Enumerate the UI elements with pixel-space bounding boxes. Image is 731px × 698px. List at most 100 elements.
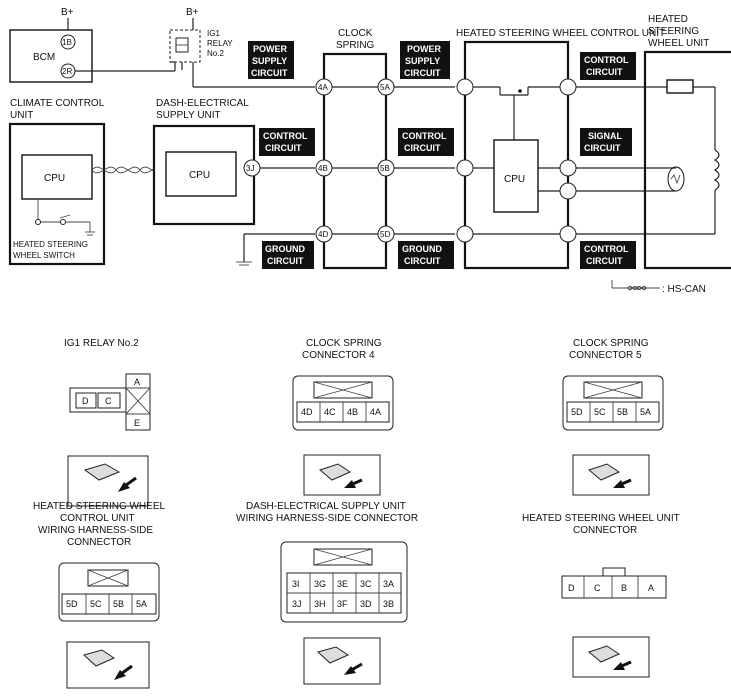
relay-box: [169, 29, 201, 63]
svg-text:5A: 5A: [640, 407, 651, 417]
svg-text:5C: 5C: [90, 599, 102, 609]
svg-text:WIRING HARNESS-SIDE CONNECTOR: WIRING HARNESS-SIDE CONNECTOR: [236, 513, 418, 524]
svg-text:CLOCK SPRING: CLOCK SPRING: [573, 338, 649, 349]
svg-text:DASH-ELECTRICAL SUPPLY UNIT: DASH-ELECTRICAL SUPPLY UNIT: [246, 501, 406, 512]
control-tag-1: CONTROL CIRCUIT: [259, 128, 315, 156]
clock-spring-connector-4: CLOCK SPRING CONNECTOR 4 4D 4C 4B 4A: [292, 338, 394, 496]
svg-text:WIRING HARNESS-SIDE: WIRING HARNESS-SIDE: [38, 525, 153, 536]
svg-text:HEATED STEERING WHEEL UNIT: HEATED STEERING WHEEL UNIT: [522, 513, 680, 524]
heated-control-harness-connector: HEATED STEERING WHEEL CONTROL UNIT WIRIN…: [33, 501, 165, 689]
svg-text:5D: 5D: [571, 407, 583, 417]
svg-text:3J: 3J: [292, 599, 302, 609]
heated-wheel-unit-connector: HEATED STEERING WHEEL UNIT CONNECTOR D C…: [522, 513, 680, 678]
svg-text:CONNECTOR 4: CONNECTOR 4: [302, 350, 375, 361]
svg-text:5D: 5D: [380, 230, 390, 239]
svg-text:GROUND: GROUND: [402, 244, 442, 254]
svg-text:3C: 3C: [360, 579, 372, 589]
relay-label-2: RELAY: [207, 39, 233, 48]
svg-text:CONTROL: CONTROL: [402, 131, 447, 141]
svg-text:4B: 4B: [347, 407, 358, 417]
svg-text:3D: 3D: [360, 599, 372, 609]
svg-text:CIRCUIT: CIRCUIT: [584, 143, 621, 153]
svg-text:CONNECTOR: CONNECTOR: [67, 537, 131, 548]
svg-text:5B: 5B: [113, 599, 124, 609]
dash-box: [152, 124, 256, 226]
svg-text:C: C: [105, 396, 112, 406]
clock-label-2: SPRING: [336, 40, 375, 51]
power-supply-tag-2: POWER SUPPLY CIRCUIT: [400, 41, 450, 79]
svg-text:D: D: [568, 583, 575, 593]
svg-text:5B: 5B: [617, 407, 628, 417]
bcm-bplus-label: B+: [61, 7, 74, 18]
svg-text:4D: 4D: [301, 407, 313, 417]
ig1-relay-block: B+ IG1 RELAY No.2: [169, 7, 315, 88]
control-tag-4: CONTROL CIRCUIT: [580, 241, 636, 269]
clock-spring-box: [322, 52, 388, 270]
climate-label-2: UNIT: [10, 110, 33, 121]
dash-cpu-box: [165, 151, 237, 197]
control-unit-label: HEATED STEERING WHEEL CONTROL UNIT: [456, 28, 665, 39]
svg-text:A: A: [134, 377, 140, 387]
svg-text:CONTROL: CONTROL: [263, 131, 308, 141]
svg-text:5D: 5D: [66, 599, 78, 609]
svg-text:POWER: POWER: [253, 44, 288, 54]
svg-text:STEERING: STEERING: [648, 26, 699, 37]
dash-label-1: DASH-ELECTRICAL: [156, 98, 249, 109]
svg-text:POWER: POWER: [407, 44, 442, 54]
signal-tag: SIGNAL CIRCUIT: [580, 128, 632, 156]
svg-text:SIGNAL: SIGNAL: [588, 131, 623, 141]
control-cpu-box: [493, 139, 539, 213]
clock-spring-block: CLOCK SPRING 4A 4B 4D 5A 5B 5D: [315, 28, 395, 270]
svg-text:3H: 3H: [314, 599, 326, 609]
climate-control-unit: CLIMATE CONTROL UNIT CPU HEATED STEERING…: [8, 98, 106, 266]
heated-wheel-unit: HEATED STEERING WHEEL UNIT: [643, 14, 731, 270]
heated-control-unit: HEATED STEERING WHEEL CONTROL UNIT CPU: [456, 28, 665, 270]
svg-text:4A: 4A: [370, 407, 381, 417]
svg-text:SUPPLY: SUPPLY: [405, 56, 440, 66]
svg-text:CIRCUIT: CIRCUIT: [251, 68, 288, 78]
svg-text:3B: 3B: [383, 599, 394, 609]
climate-cpu-box: [21, 154, 93, 200]
svg-text:3G: 3G: [314, 579, 326, 589]
relay-label-3: No.2: [207, 49, 224, 58]
ig1-relay-connector: IG1 RELAY No.2 D C A E: [64, 338, 151, 507]
svg-text:CLOCK SPRING: CLOCK SPRING: [306, 338, 382, 349]
svg-text:HEATED STEERING WHEEL: HEATED STEERING WHEEL: [33, 501, 165, 512]
svg-text:A: A: [648, 583, 654, 593]
dash-cpu-label: CPU: [189, 170, 210, 181]
svg-text:B: B: [621, 583, 627, 593]
svg-text:SUPPLY: SUPPLY: [252, 56, 287, 66]
svg-text:CIRCUIT: CIRCUIT: [586, 256, 623, 266]
climate-label-1: CLIMATE CONTROL: [10, 98, 105, 109]
svg-text:3I: 3I: [292, 579, 300, 589]
clock-spring-connector-5: CLOCK SPRING CONNECTOR 5 5D 5C 5B 5A: [562, 338, 664, 496]
clock-label-1: CLOCK: [338, 28, 373, 39]
svg-text:5A: 5A: [380, 83, 390, 92]
svg-text:CIRCUIT: CIRCUIT: [265, 143, 302, 153]
hs-can-legend: : HS-CAN: [611, 280, 706, 295]
switch-label-2: WHEEL SWITCH: [13, 251, 75, 260]
svg-text:CONTROL: CONTROL: [584, 244, 629, 254]
svg-text:5A: 5A: [136, 599, 147, 609]
svg-text:WHEEL UNIT: WHEEL UNIT: [648, 38, 709, 49]
power-supply-tag-1: POWER SUPPLY CIRCUIT: [248, 41, 294, 79]
pin-2r-label: 2R: [62, 67, 72, 76]
dash-supply-harness-connector: DASH-ELECTRICAL SUPPLY UNIT WIRING HARNE…: [236, 501, 418, 685]
svg-text:3F: 3F: [337, 599, 348, 609]
svg-text:4B: 4B: [318, 164, 328, 173]
svg-text:3A: 3A: [383, 579, 394, 589]
relay-label-1: IG1: [207, 29, 220, 38]
svg-text:E: E: [134, 418, 140, 428]
control-cpu-label: CPU: [504, 174, 525, 185]
svg-text:4D: 4D: [318, 230, 328, 239]
control-tag-3: CONTROL CIRCUIT: [580, 52, 636, 80]
svg-text:D: D: [82, 396, 89, 406]
climate-cpu-label: CPU: [44, 173, 65, 184]
svg-text:3E: 3E: [337, 579, 348, 589]
svg-text:CONTROL: CONTROL: [584, 55, 629, 65]
svg-text:CIRCUIT: CIRCUIT: [586, 67, 623, 77]
svg-text:4A: 4A: [318, 83, 328, 92]
dash-label-2: SUPPLY UNIT: [156, 110, 221, 121]
pin-1b: [60, 34, 76, 50]
